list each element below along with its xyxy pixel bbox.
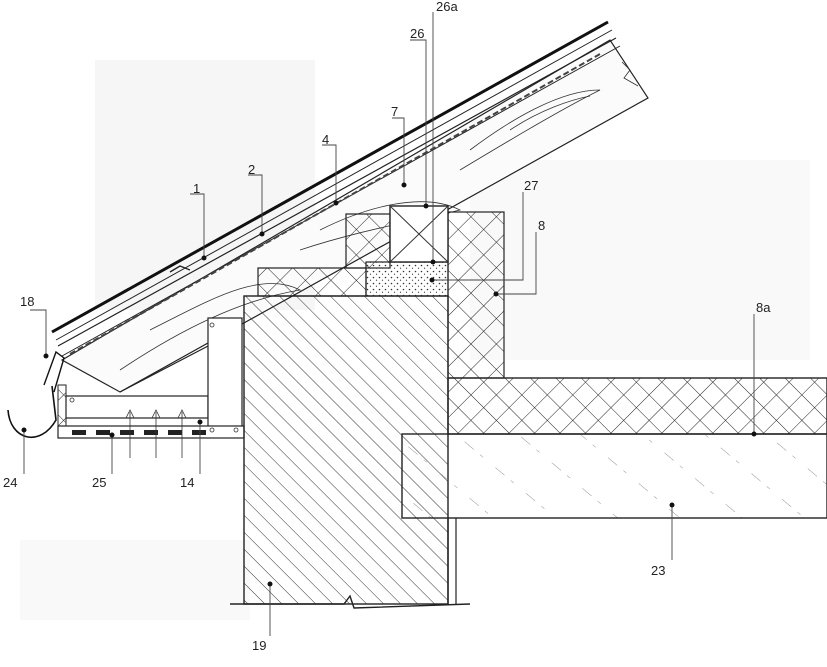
callout-label-14: 14: [180, 475, 194, 490]
callout-label-8a: 8a: [756, 300, 771, 315]
gutter: [7, 350, 65, 439]
callout-label-2: 2: [248, 162, 255, 177]
callout-label-19: 19: [252, 638, 266, 653]
callout-label-4: 4: [322, 132, 329, 147]
callout-label-1: 1: [193, 181, 200, 196]
leader-lines: [21, 12, 757, 636]
callout-labels: 1 2 4 7 26 26a 27 8 8a 18 24 25 14 23 19: [3, 0, 771, 653]
callout-label-23: 23: [651, 563, 665, 578]
insulation-layers: [257, 211, 827, 435]
callout-label-26a: 26a: [436, 0, 458, 14]
callout-label-25: 25: [92, 475, 106, 490]
ventilation-arrows: [125, 409, 187, 458]
soffit-structure: [57, 317, 245, 458]
wall-plate: [365, 205, 449, 297]
callout-label-26: 26: [410, 26, 424, 41]
callout-label-8: 8: [538, 218, 545, 233]
callout-label-24: 24: [3, 475, 17, 490]
background-shading: [20, 60, 810, 620]
floor-slab: [401, 433, 827, 519]
callout-label-18: 18: [20, 294, 34, 309]
callout-label-27: 27: [524, 178, 538, 193]
soffit-vent-slots: [72, 430, 206, 435]
roof-covering-layers: [51, 20, 621, 357]
callout-label-7: 7: [391, 104, 398, 119]
